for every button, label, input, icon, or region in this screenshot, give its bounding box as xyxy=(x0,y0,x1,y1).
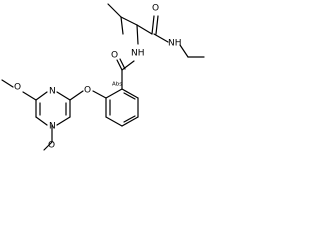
benzamide-oxygen-label: O xyxy=(111,51,118,61)
amide-nh-label: NH xyxy=(168,39,182,49)
methoxy-bottom-oxygen-label: O xyxy=(48,141,55,151)
chemical-structure: O NH NH O Abs O N N O O xyxy=(1,3,205,151)
ether-oxygen-label: O xyxy=(84,86,91,96)
pyrimidine-n2-label: N xyxy=(49,122,56,132)
bond-lines xyxy=(1,3,205,151)
methoxy-top-oxygen-label: O xyxy=(14,83,21,93)
stereo-abs-label: Abs xyxy=(112,82,122,88)
alpha-nh-label: NH xyxy=(131,49,145,59)
pyrimidine-n1-label: N xyxy=(49,87,56,97)
carbonyl-top-oxygen-label: O xyxy=(152,4,159,14)
